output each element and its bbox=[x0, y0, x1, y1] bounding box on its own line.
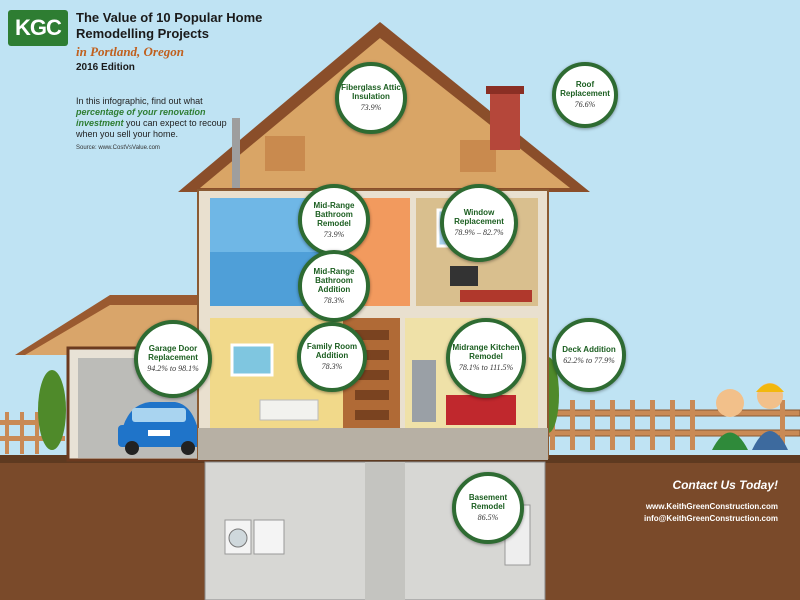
badge-title: Mid-Range Bathroom Remodel bbox=[313, 200, 355, 228]
intro-post: you can expect to recoup when you sell y… bbox=[76, 118, 227, 139]
badge-value: 86.5% bbox=[477, 513, 499, 522]
kgc-logo: KGC bbox=[8, 10, 68, 46]
badge-family-room: Family Room Addition 78.3% bbox=[297, 322, 367, 392]
badge-title: Window Replacement bbox=[454, 208, 504, 226]
badge-value: 62.2% to 77.9% bbox=[563, 355, 615, 365]
badge-value: 76.6% bbox=[574, 100, 596, 109]
badge-garage-door: Garage Door Replacement 94.2% to 98.1% bbox=[134, 320, 212, 398]
badge-deck-addition: Deck Addition 62.2% to 77.9% bbox=[552, 318, 626, 392]
badge-attic-insulation: Fiberglass Attic Insulation 73.9% bbox=[335, 62, 407, 134]
badge-title: Midrange Kitchen Remodel bbox=[452, 343, 520, 361]
intro-emphasis: percentage of your renovation investment bbox=[76, 107, 206, 128]
badge-title: Family Room Addition bbox=[306, 342, 358, 360]
page-title: The Value of 10 Popular Home Remodelling… bbox=[76, 10, 263, 41]
badge-title: Basement Remodel bbox=[468, 493, 508, 511]
badge-value: 78.1% to 111.5% bbox=[458, 363, 514, 372]
badge-bathroom-remodel: Mid-Range Bathroom Remodel 73.9% bbox=[298, 184, 370, 256]
badge-title: Fiberglass Attic Insulation bbox=[341, 83, 401, 101]
badge-window-replacement: Window Replacement 78.9% – 82.7% bbox=[440, 184, 518, 262]
intro-pre: In this infographic, find out what bbox=[76, 96, 203, 106]
source-note: Source: www.CostVsValue.com bbox=[76, 145, 160, 151]
contact-heading: Contact Us Today! bbox=[672, 478, 778, 492]
website-link[interactable]: www.KeithGreenConstruction.com bbox=[645, 502, 778, 511]
badge-basement-remodel: Basement Remodel 86.5% bbox=[452, 472, 524, 544]
badge-value: 73.9% bbox=[323, 229, 345, 239]
edition-label: 2016 Edition bbox=[76, 62, 135, 73]
badge-value: 78.9% – 82.7% bbox=[454, 228, 504, 237]
badge-value: 78.3% bbox=[323, 295, 345, 305]
badge-bathroom-addition: Mid-Range Bathroom Addition 78.3% bbox=[298, 250, 370, 322]
badge-title: Deck Addition bbox=[562, 344, 616, 354]
email-link[interactable]: info@KeithGreenConstruction.com bbox=[643, 514, 778, 523]
badge-kitchen-remodel: Midrange Kitchen Remodel 78.1% to 111.5% bbox=[446, 318, 526, 398]
badge-value: 73.9% bbox=[360, 103, 382, 112]
badge-value: 78.3% bbox=[321, 362, 343, 371]
intro-text: In this infographic, find out what perce… bbox=[76, 96, 236, 140]
badge-title: Garage Door Replacement bbox=[148, 344, 198, 362]
location-subtitle: in Portland, Oregon bbox=[76, 44, 184, 59]
badge-title: Mid-Range Bathroom Addition bbox=[313, 266, 355, 294]
badge-title: Roof Replacement bbox=[560, 80, 610, 98]
badge-value: 94.2% to 98.1% bbox=[147, 364, 199, 373]
badge-roof-replacement: Roof Replacement 76.6% bbox=[552, 62, 618, 128]
